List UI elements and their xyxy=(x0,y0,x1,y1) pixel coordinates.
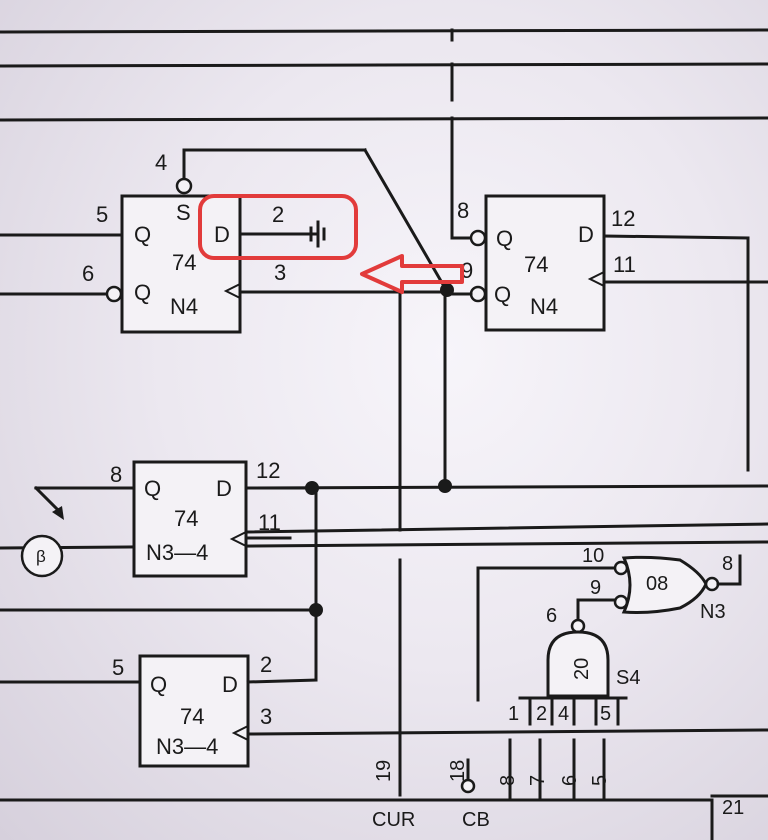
conn-pin-19: 19 xyxy=(373,760,395,782)
ff-m-ref: N3—4 xyxy=(146,540,208,565)
ff-tl-ref: N4 xyxy=(170,294,198,319)
conn-pin-7: 7 xyxy=(527,775,549,786)
ff-b-q-label: Q xyxy=(150,672,167,697)
arrow-left xyxy=(360,254,464,294)
ff-m-pin-d: 12 xyxy=(256,458,280,483)
nand-in-2: 2 xyxy=(536,703,547,725)
ff-tl-type: 74 xyxy=(172,250,196,275)
flipflop-bottom: 5 2 3 Q D 74 N3—4 xyxy=(0,652,768,768)
nor-in1: 10 xyxy=(582,545,604,567)
ff-tl-pin-clk: 3 xyxy=(274,260,286,285)
center-wires xyxy=(0,283,768,797)
ff-tr-ref: N4 xyxy=(530,294,558,319)
ff-m-q-label: Q xyxy=(144,476,161,501)
ff-tl-q-label: Q xyxy=(134,222,151,247)
flipflop-middle: 8 12 11 Q D 74 N3—4 β xyxy=(0,458,323,682)
flipflop-top-left: 5 6 4 2 3 S Q Q D 74 N4 xyxy=(0,147,448,334)
ff-tr-pin-d: 12 xyxy=(611,206,635,231)
ff-b-type: 74 xyxy=(180,704,204,729)
ff-tl-set-label: S xyxy=(176,200,191,225)
ff-tr-pin-clk: 11 xyxy=(613,252,636,277)
highlight-box xyxy=(198,194,358,260)
nor-in2: 9 xyxy=(590,577,601,599)
nand-in-1: 1 xyxy=(508,703,519,725)
ff-b-pin-d: 2 xyxy=(260,652,272,677)
nor-type: 08 xyxy=(646,573,668,595)
ff-tl-pin-d: 2 xyxy=(272,202,284,227)
ff-b-ref: N3—4 xyxy=(156,734,218,759)
top-bus-lines xyxy=(0,28,768,240)
ff-tl-d-label: D xyxy=(214,222,230,247)
ff-tl-qn-label: Q xyxy=(134,280,151,305)
nor-ref: N3 xyxy=(700,601,726,623)
ff-tl-pin-set: 4 xyxy=(155,150,167,175)
conn-pin-8: 8 xyxy=(497,775,519,786)
ff-tl-pin-q: 5 xyxy=(96,202,108,227)
nand-out: 6 xyxy=(546,605,557,627)
ff-b-pin-q: 5 xyxy=(112,655,124,680)
nand-type: 20 xyxy=(571,658,593,680)
ff-tr-type: 74 xyxy=(524,252,548,277)
flipflop-top-right: 8 9 12 11 Q Q D 74 N4 xyxy=(443,194,768,472)
conn-pin-18: 18 xyxy=(447,760,469,782)
conn-pin-5: 5 xyxy=(589,775,611,786)
conn-cur-label: CUR xyxy=(372,809,415,831)
ff-tr-d-label: D xyxy=(578,222,594,247)
ff-tr-qn-label: Q xyxy=(494,282,511,307)
conn-cb-label: CB xyxy=(462,809,490,831)
nand-in-4: 5 xyxy=(600,703,611,725)
nand-in-3: 4 xyxy=(558,703,569,725)
conn-pin-6: 6 xyxy=(559,775,581,786)
ff-b-d-label: D xyxy=(222,672,238,697)
gate-nand-20: 6 20 S4 1 2 4 5 xyxy=(508,605,640,726)
circle-marker: β xyxy=(36,547,46,566)
ff-m-pin-q: 8 xyxy=(110,462,122,487)
ff-m-type: 74 xyxy=(174,506,198,531)
nor-out: 8 xyxy=(722,553,733,575)
gate-nor-08: 10 9 8 08 N3 xyxy=(476,545,742,702)
nand-ref: S4 xyxy=(616,667,640,689)
ff-b-pin-clk: 3 xyxy=(260,704,272,729)
conn-pin-21: 21 xyxy=(722,797,744,819)
ff-tr-pin-q: 8 xyxy=(457,198,469,223)
ff-tl-pin-qn: 6 xyxy=(82,261,94,286)
ff-tr-q-label: Q xyxy=(496,226,513,251)
ff-m-pin-clk: 11 xyxy=(258,510,281,535)
ff-tr-pin-qn: 9 xyxy=(461,258,473,283)
bottom-connector: 19 18 8 7 6 5 CUR CB 21 xyxy=(0,738,768,840)
ff-m-d-label: D xyxy=(216,476,232,501)
red-annotations xyxy=(198,194,464,294)
